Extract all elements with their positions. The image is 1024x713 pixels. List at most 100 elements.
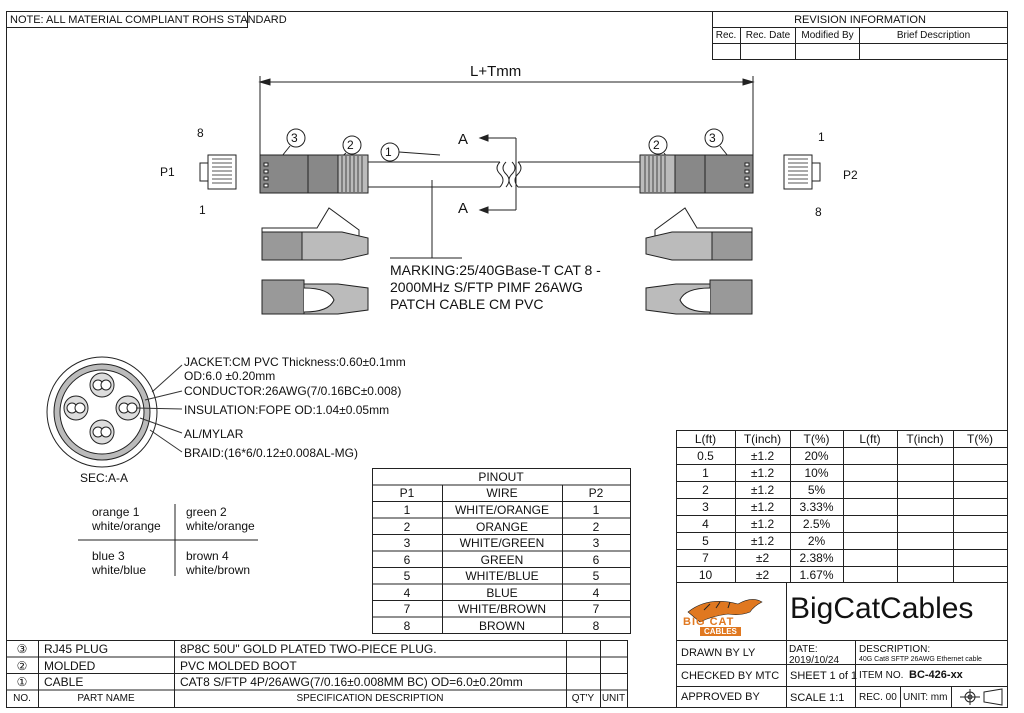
p1-label: P1	[160, 165, 175, 179]
pinout-wire: BLUE	[486, 585, 518, 600]
callout-1: 1	[385, 145, 392, 159]
rev-col-rec: Rec.	[715, 30, 737, 41]
callout-3-left: 3	[291, 131, 298, 145]
date-value: 2019/10/24	[789, 655, 840, 666]
desc-value: 40G Cat8 SFTP 26AWG Ethernet cable	[859, 656, 982, 663]
pinout-p2: 7	[592, 602, 600, 616]
pinout-wire: WHITE/GREEN	[459, 536, 545, 550]
tolerance-length: 2	[702, 483, 709, 497]
brand-name: BigCatCables	[790, 592, 974, 625]
callout-2-left: 2	[347, 138, 354, 152]
mylar-spec: AL/MYLAR	[184, 427, 244, 441]
tolerance-inch: ±2	[755, 568, 770, 582]
pinout-p1: 2	[403, 519, 411, 534]
bom-number: ③	[16, 642, 28, 656]
tolerance-percent: 1.67%	[799, 568, 834, 582]
pinout-header-wire: WIRE	[486, 486, 518, 500]
tolerance-inch: ±2	[755, 551, 770, 565]
tolerance-inch: ±1.2	[750, 466, 775, 480]
pair-3-stripe: white/blue	[92, 563, 147, 577]
marking-line-3: PATCH CABLE CM PVC	[390, 296, 544, 312]
tolerance-header: T(%)	[803, 432, 830, 446]
tolerance-percent: 5%	[807, 483, 826, 497]
pinout-wire: GREEN	[480, 552, 524, 567]
pinout-p1: 3	[403, 536, 411, 550]
pinout-wire: WHITE/BLUE	[465, 569, 539, 583]
pinout-p2: 1	[592, 503, 600, 517]
pinout-wire: WHITE/ORANGE	[454, 503, 549, 517]
bom-header: SPECIFICATION DESCRIPTION	[296, 693, 444, 704]
tolerance-header: L(ft)	[859, 432, 881, 446]
sheet-number: SHEET 1 of 1	[790, 670, 858, 682]
bom-spec: 8P8C 50U" GOLD PLATED TWO-PIECE PLUG.	[180, 642, 437, 656]
tolerance-length: 1	[702, 466, 709, 480]
pair-2-stripe: white/orange	[186, 519, 255, 533]
date-label: DATE:	[789, 644, 818, 655]
tolerance-length: 0.5	[697, 449, 714, 463]
section-label: SEC:A-A	[80, 471, 129, 485]
tolerance-inch: ±1.2	[750, 500, 775, 514]
pinout-p1: 4	[403, 585, 411, 600]
tolerance-percent: 2.5%	[802, 517, 831, 531]
logo-subtext: CABLES	[700, 627, 741, 636]
pinout-p2: 2	[592, 519, 600, 534]
rev-col-desc: Brief Description	[896, 30, 971, 41]
jacket-od: OD:6.0 ±0.20mm	[184, 369, 276, 383]
tolerance-percent: 2%	[807, 534, 826, 548]
pinout-p1: 5	[403, 569, 411, 583]
tolerance-length: 3	[702, 500, 709, 514]
section-a-top: A	[458, 131, 469, 148]
tolerance-inch: ±1.2	[750, 449, 775, 463]
pinout-p2: 4	[592, 585, 600, 600]
tolerance-inch: ±1.2	[750, 517, 775, 531]
p2-label: P2	[843, 168, 858, 182]
bom-spec: PVC MOLDED BOOT	[180, 658, 297, 673]
bom-spec: CAT8 S/FTP 4P/26AWG(7/0.16±0.008MM BC) O…	[180, 675, 523, 689]
bom-header: NO.	[13, 693, 31, 704]
tolerance-length: 4	[702, 517, 709, 531]
tolerance-header: T(inch)	[743, 432, 782, 446]
logo-text: BIG CAT	[683, 616, 735, 628]
bom-header: PART NAME	[77, 693, 135, 704]
p2-pin8: 8	[815, 205, 822, 219]
pair-4-color: brown 4	[186, 549, 229, 563]
scale: SCALE 1:1	[790, 692, 845, 704]
pair-1-stripe: white/orange	[92, 519, 161, 533]
pair-1-color: orange 1	[92, 505, 140, 519]
conductor-spec: CONDUCTOR:26AWG(7/0.16BC±0.008)	[184, 384, 402, 398]
pinout-wire: ORANGE	[475, 519, 528, 534]
drawn-by: DRAWN BY LY	[681, 647, 756, 659]
pinout-header-p1: P1	[399, 486, 415, 500]
tolerance-percent: 10%	[804, 466, 829, 480]
bom-header: UNIT	[601, 693, 626, 704]
unit: UNIT: mm	[903, 692, 948, 703]
pinout-header-p2: P2	[588, 486, 604, 500]
p1-pin1: 1	[199, 203, 206, 217]
pinout-p1: 6	[403, 552, 411, 567]
marking-line-2: 2000MHz S/FTP PIMF 26AWG	[390, 279, 583, 295]
tolerance-percent: 3.33%	[799, 500, 834, 514]
desc-label: DESCRIPTION:	[859, 644, 931, 655]
pinout-p1: 7	[403, 602, 411, 616]
bom-part-name: RJ45 PLUG	[44, 642, 109, 656]
bom-number: ①	[16, 675, 28, 689]
bom-part-name: CABLE	[44, 675, 84, 689]
tolerance-length: 5	[702, 534, 709, 548]
pinout-title: PINOUT	[478, 470, 524, 484]
tolerance-length: 7	[702, 551, 709, 565]
p2-pin1: 1	[818, 130, 825, 144]
callout-2-right: 2	[653, 138, 660, 152]
pinout-wire: BROWN	[479, 618, 525, 633]
tolerance-percent: 2.38%	[799, 551, 834, 565]
pinout-wire: WHITE/BROWN	[458, 602, 546, 616]
tolerance-percent: 20%	[804, 449, 829, 463]
rev-col-date: Rec. Date	[745, 30, 791, 41]
rohs-note: NOTE: ALL MATERIAL COMPLIANT ROHS STANDA…	[10, 14, 287, 26]
pinout-p2: 8	[592, 618, 600, 633]
callout-3-right: 3	[709, 131, 716, 145]
pinout-p1: 8	[403, 618, 411, 633]
tolerance-inch: ±1.2	[750, 483, 775, 497]
tolerance-inch: ±1.2	[750, 534, 775, 548]
